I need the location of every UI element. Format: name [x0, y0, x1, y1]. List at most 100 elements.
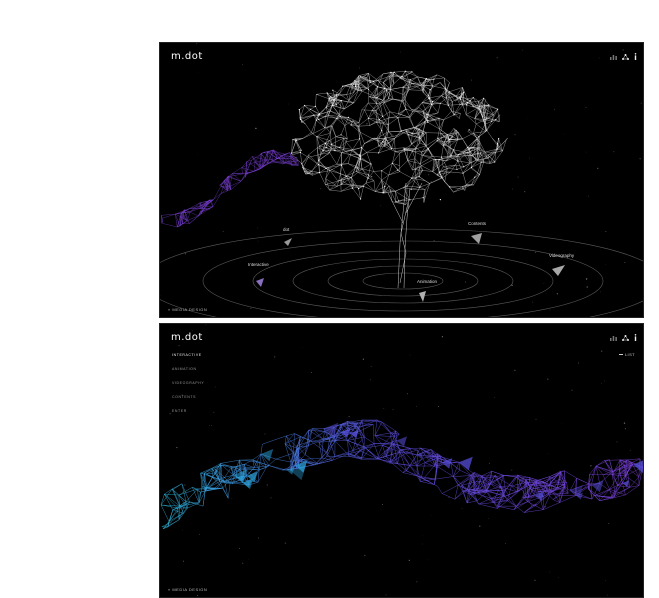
star: [557, 293, 558, 294]
list-button[interactable]: LIST: [619, 352, 635, 357]
star: [624, 422, 625, 423]
prism-interactive[interactable]: [256, 278, 264, 287]
star: [600, 292, 601, 293]
star: [522, 50, 523, 51]
star: [489, 463, 490, 464]
star: [511, 470, 512, 471]
tree-node: [437, 138, 438, 139]
prism-contents[interactable]: [471, 233, 482, 244]
network-icon[interactable]: [622, 47, 629, 65]
tree-node: [360, 155, 361, 156]
tree-node: [398, 200, 399, 201]
tree-node: [449, 186, 450, 187]
tree-node: [316, 136, 317, 137]
tree-node: [488, 104, 489, 105]
star: [554, 109, 555, 110]
star: [242, 563, 243, 564]
star: [466, 184, 467, 185]
node-label-animation[interactable]: Animation: [417, 279, 437, 284]
tree-node: [341, 100, 342, 101]
tree-node: [497, 109, 498, 110]
logo[interactable]: m.dot: [171, 332, 203, 343]
prism-dot[interactable]: [284, 238, 292, 246]
tree-node: [326, 147, 327, 148]
star: [428, 560, 429, 561]
star: [409, 560, 410, 561]
side-network: [161, 150, 298, 227]
star: [185, 253, 186, 254]
star: [625, 428, 626, 429]
tree-screen: m.dot dot Contents Interactive Videograp…: [159, 42, 644, 318]
tree-node: [382, 116, 383, 117]
nav-item-contents[interactable]: CONTENTS: [172, 395, 204, 399]
star: [382, 504, 383, 505]
star: [588, 196, 589, 197]
tree-node: [361, 147, 362, 148]
tree-node: [384, 186, 385, 187]
star: [497, 57, 498, 58]
star: [550, 310, 551, 311]
footer-text: MEDIA DESIGN: [172, 307, 207, 312]
tree-node: [319, 114, 320, 115]
star: [547, 378, 548, 379]
star: [242, 64, 243, 65]
star: [535, 252, 536, 253]
star: [500, 509, 501, 510]
tree-node: [316, 120, 317, 121]
tree-node: [495, 119, 496, 120]
star: [184, 484, 185, 485]
nav-item-videography[interactable]: VIDEOGRAPHY: [172, 381, 204, 385]
tree-node: [405, 71, 406, 72]
tree-node: [355, 86, 356, 87]
nav-item-enter[interactable]: ENTER: [172, 409, 204, 413]
list-label: LIST: [625, 352, 635, 357]
wave-screen: m.dot INTERACTIVE ANIMATION VIDEOGRAPHY …: [159, 323, 644, 598]
tree-node: [310, 109, 311, 110]
star: [386, 594, 387, 595]
node-label-videography[interactable]: Videography: [549, 253, 574, 258]
tree-node: [291, 153, 292, 154]
info-icon[interactable]: [634, 47, 637, 65]
tree-node: [334, 150, 335, 151]
tree-node: [360, 76, 361, 77]
node-label-contents[interactable]: Contents: [468, 221, 486, 226]
tree-node: [329, 98, 330, 99]
star: [400, 52, 401, 53]
chart-icon[interactable]: [610, 328, 617, 346]
star: [558, 577, 559, 578]
network-icon[interactable]: [622, 328, 629, 346]
star: [586, 107, 587, 108]
star: [571, 390, 572, 391]
tree-node: [408, 134, 409, 135]
star: [605, 580, 606, 581]
tree-node: [318, 119, 319, 120]
tree-node: [455, 130, 456, 131]
star: [586, 278, 587, 279]
star: [258, 537, 259, 538]
node-label-interactive[interactable]: Interactive: [248, 262, 269, 267]
logo[interactable]: m.dot: [171, 51, 203, 62]
tree-node: [376, 97, 377, 98]
chart-icon[interactable]: [610, 47, 617, 65]
star: [410, 355, 411, 356]
prism-videography[interactable]: [552, 265, 565, 276]
tree-node: [428, 95, 429, 96]
side-nav: INTERACTIVE ANIMATION VIDEOGRAPHY CONTEN…: [172, 353, 204, 423]
footer-label: » MEDIA DESIGN: [168, 307, 207, 312]
prism-animation[interactable]: [419, 291, 426, 302]
node-label-dot[interactable]: dot: [283, 227, 289, 232]
tree-node: [324, 127, 325, 128]
tree-node: [460, 99, 461, 100]
tree-node: [359, 138, 360, 139]
tree-node: [359, 154, 360, 155]
info-icon[interactable]: [634, 328, 637, 346]
star: [371, 366, 372, 367]
tree-node: [340, 134, 341, 135]
tree-node: [428, 114, 429, 115]
star: [601, 351, 602, 352]
tree-node: [467, 102, 468, 103]
nav-item-animation[interactable]: ANIMATION: [172, 367, 204, 371]
tree-node: [440, 103, 441, 104]
tree-node: [318, 164, 319, 165]
nav-item-interactive[interactable]: INTERACTIVE: [172, 353, 204, 357]
